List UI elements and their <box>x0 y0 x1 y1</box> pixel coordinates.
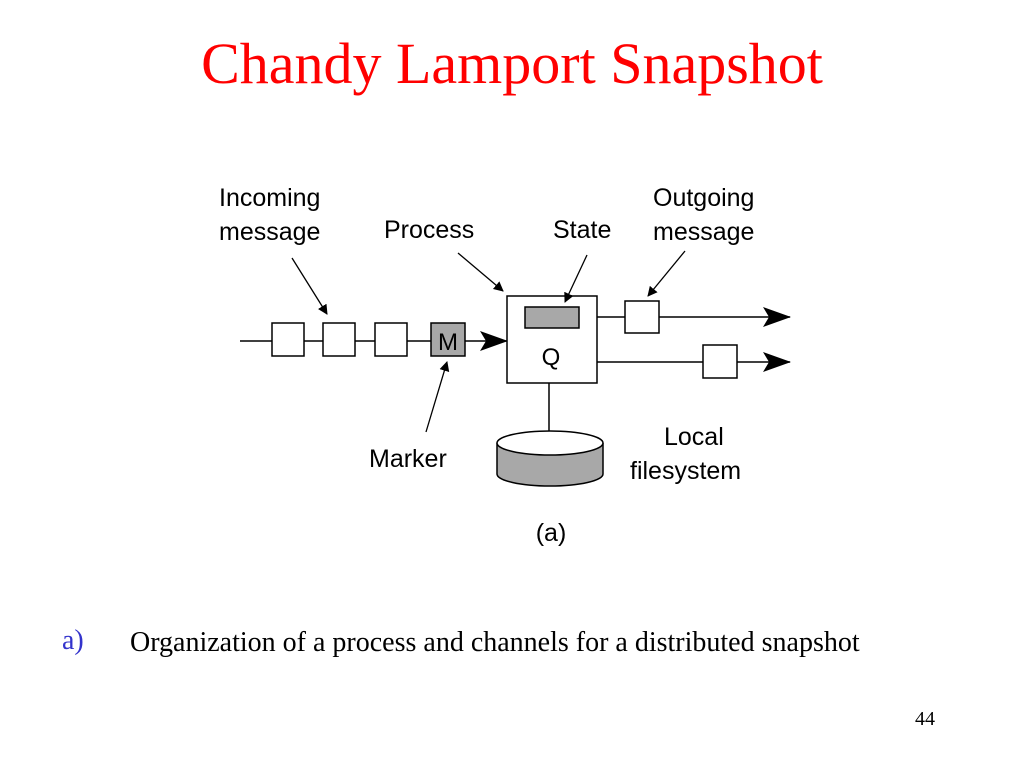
incoming-message-box <box>322 322 356 357</box>
page-number: 44 <box>915 708 935 730</box>
marker-box-label: M <box>438 329 458 356</box>
state-rectangle <box>524 306 580 329</box>
local-label-line2: filesystem <box>630 457 741 485</box>
local-label-line1: Local <box>664 423 724 451</box>
process-box: Q <box>506 295 598 384</box>
incoming-label-line2: message <box>219 218 320 246</box>
outgoing-label-line2: message <box>653 218 754 246</box>
process-name-label: Q <box>542 344 561 371</box>
outgoing-message-box <box>702 344 738 379</box>
incoming-channel: M <box>240 322 508 357</box>
process-label: Process <box>384 216 474 244</box>
incoming-message-box <box>271 322 305 357</box>
incoming-message-box <box>374 322 408 357</box>
incoming-label-line1: Incoming <box>219 184 320 212</box>
pointer-arrows <box>291 250 686 433</box>
outgoing-label-line1: Outgoing <box>653 184 754 212</box>
caption-text: Organization of a process and channels f… <box>130 627 860 658</box>
outgoing-channels <box>597 300 791 379</box>
state-label: State <box>553 216 611 244</box>
outgoing-message-box <box>624 300 660 334</box>
slide-title: Chandy Lamport Snapshot <box>201 31 823 96</box>
caption-list-marker: a) <box>62 625 84 656</box>
local-filesystem-disk <box>496 383 604 487</box>
figure-caption: (a) <box>536 519 567 547</box>
marker-label: Marker <box>369 445 447 473</box>
marker-message-box <box>430 322 466 357</box>
